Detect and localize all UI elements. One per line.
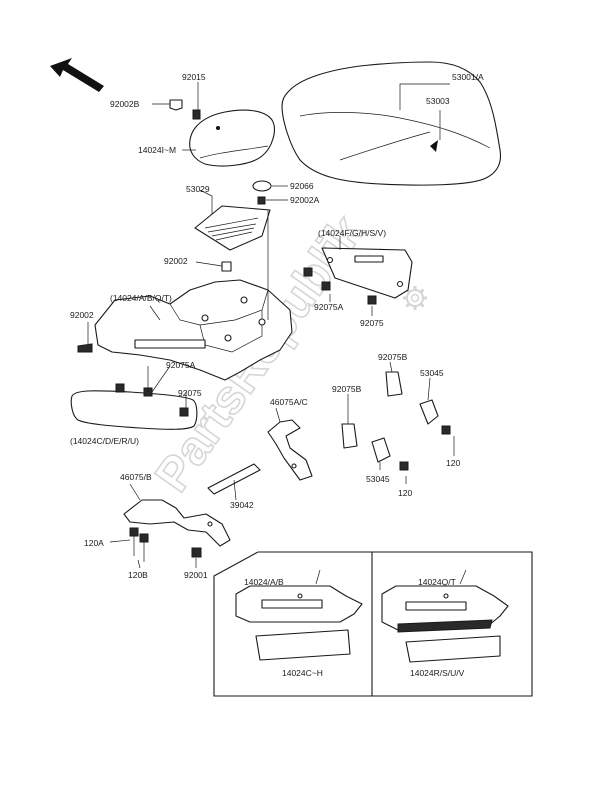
screw-92002B <box>169 99 183 111</box>
nuts-right <box>303 267 377 305</box>
inset-right: 14024Q/T 14024R/S/U/V <box>381 569 509 678</box>
label-92066: 92066 <box>290 181 314 191</box>
cap-92066 <box>252 180 272 192</box>
inset-left-label-top: 14024/A/B <box>244 577 284 587</box>
side-cover-right <box>321 247 413 299</box>
bracket-53045-right <box>419 399 451 435</box>
gear-icon <box>403 286 427 310</box>
inset-right-label-bottom: 14024R/S/U/V <box>410 668 465 678</box>
inset-left: 14024/A/B 14024C~H <box>235 569 363 678</box>
label-14024IM: 14024I~M <box>138 145 176 155</box>
label-92002A: 92002A <box>290 195 320 205</box>
screw-92002-mid <box>221 261 232 272</box>
damper-92075B-right <box>385 371 403 397</box>
label-92015: 92015 <box>182 72 206 82</box>
part-labels: 92015 92002B 14024I~M 53001/A 53003 9206… <box>70 72 484 580</box>
bracket-46075AC <box>267 419 313 481</box>
label-92002-mid: 92002 <box>164 256 188 266</box>
label-92075B-mid: 92075B <box>332 384 362 394</box>
label-53045-mid: 53045 <box>366 474 390 484</box>
screw-92002A <box>257 196 266 205</box>
label-120-mid: 120 <box>398 488 412 498</box>
inset-panel <box>213 551 533 697</box>
screws-bottom <box>129 527 202 562</box>
label-92002-left: 92002 <box>70 310 94 320</box>
label-14024ABQT: (14024/A/B/Q/T) <box>110 293 172 303</box>
label-46075AC: 46075A/C <box>270 397 308 407</box>
label-53003: 53003 <box>426 96 450 106</box>
label-92002B: 92002B <box>110 99 140 109</box>
plate-53029 <box>194 205 271 251</box>
label-120A: 120A <box>84 538 104 548</box>
bracket-53045-mid <box>371 437 409 471</box>
label-14024CDERU: (14024C/D/E/R/U) <box>70 436 139 446</box>
label-39042: 39042 <box>230 500 254 510</box>
label-92075-left: 92075 <box>178 388 202 398</box>
seat <box>281 61 502 186</box>
label-92075B-right: 92075B <box>378 352 408 362</box>
label-92001: 92001 <box>184 570 208 580</box>
bracket-46075B <box>123 499 231 547</box>
inset-right-label-top: 14024Q/T <box>418 577 456 587</box>
label-120B: 120B <box>128 570 148 580</box>
label-53001A: 53001/A <box>452 72 484 82</box>
label-46075B: 46075/B <box>120 472 152 482</box>
screw-92002-left <box>77 343 93 353</box>
arrow-icon <box>50 58 104 92</box>
seat-cowl <box>189 109 275 167</box>
label-120-right: 120 <box>446 458 460 468</box>
label-92075-right: 92075 <box>360 318 384 328</box>
inset-left-label-bottom: 14024C~H <box>282 668 323 678</box>
leader-lines <box>87 82 455 569</box>
label-53045-right: 53045 <box>420 368 444 378</box>
tail-cowl <box>94 279 293 381</box>
label-92075A-right: 92075A <box>314 302 344 312</box>
bolt-92015 <box>192 109 201 120</box>
damper-92075B-mid <box>341 423 358 449</box>
label-92075A-left: 92075A <box>166 360 196 370</box>
label-14024FGHSV: (14024F/G/H/S/V) <box>318 228 386 238</box>
label-53029: 53029 <box>186 184 210 194</box>
rod-39042 <box>207 463 261 495</box>
side-trim-left <box>70 390 198 430</box>
